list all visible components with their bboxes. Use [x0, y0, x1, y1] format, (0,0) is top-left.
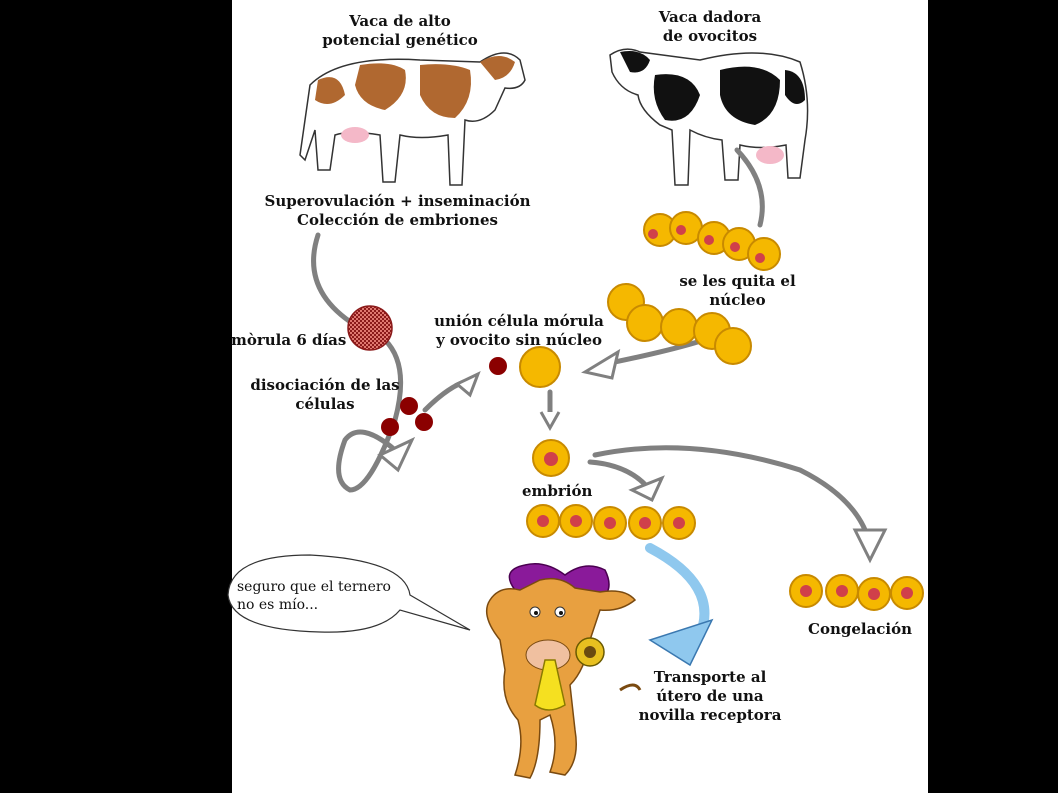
arrow-donor-to-morula [311, 232, 358, 328]
embryo-icon [532, 439, 570, 477]
donor-cow-icon [299, 52, 526, 186]
blue-arrow-head [648, 618, 714, 667]
morula-icon [347, 305, 393, 351]
oocyte-donor-cow-icon [609, 48, 809, 186]
arrow-head-cells [377, 436, 416, 473]
arrow-embryo-to-freeze [592, 445, 873, 548]
fusion-label: unión célula mórula y ovocito sin núcleo [434, 312, 604, 349]
arrow-morula-loop [336, 337, 404, 493]
oocyte-cow-label: Vaca dadora de ovocitos [658, 8, 762, 45]
enucleated-oocyte-group [607, 283, 752, 365]
frozen-embryo-row [789, 574, 924, 611]
arrow-head-up [454, 371, 481, 398]
embryo-label: embrión [522, 482, 593, 500]
oocyte-group-top [643, 211, 781, 271]
speech-bubble [227, 554, 471, 633]
superovulation-label: Superovulación + inseminación Colección … [264, 192, 531, 229]
recipient-cow-icon [485, 563, 642, 779]
blue-arrow [645, 543, 710, 640]
dissociation-label: disociación de las células [250, 376, 400, 413]
transport-label: Transporte al útero de una novilla recep… [638, 668, 782, 724]
morula-label: mòrula 6 días [231, 331, 347, 349]
arrow-head-fusion [581, 348, 621, 380]
nucleus-removed-label: se les quita el núcleo [679, 272, 796, 309]
arrow-head-down [539, 411, 561, 432]
freezing-label: Congelación [808, 620, 913, 638]
arrow-head-freeze [852, 528, 888, 564]
fusion-oocyte [519, 346, 561, 388]
speech-label: seguro que el ternero no es mío... [237, 579, 391, 613]
embryo-row [526, 504, 696, 540]
arrow-head-embryo [628, 475, 665, 503]
arrow-heads [377, 348, 888, 564]
arrow-oocyte-down [734, 147, 765, 228]
dissociated-cells [381, 357, 507, 436]
donor-cow-label: Vaca de alto potencial genético [322, 12, 478, 49]
